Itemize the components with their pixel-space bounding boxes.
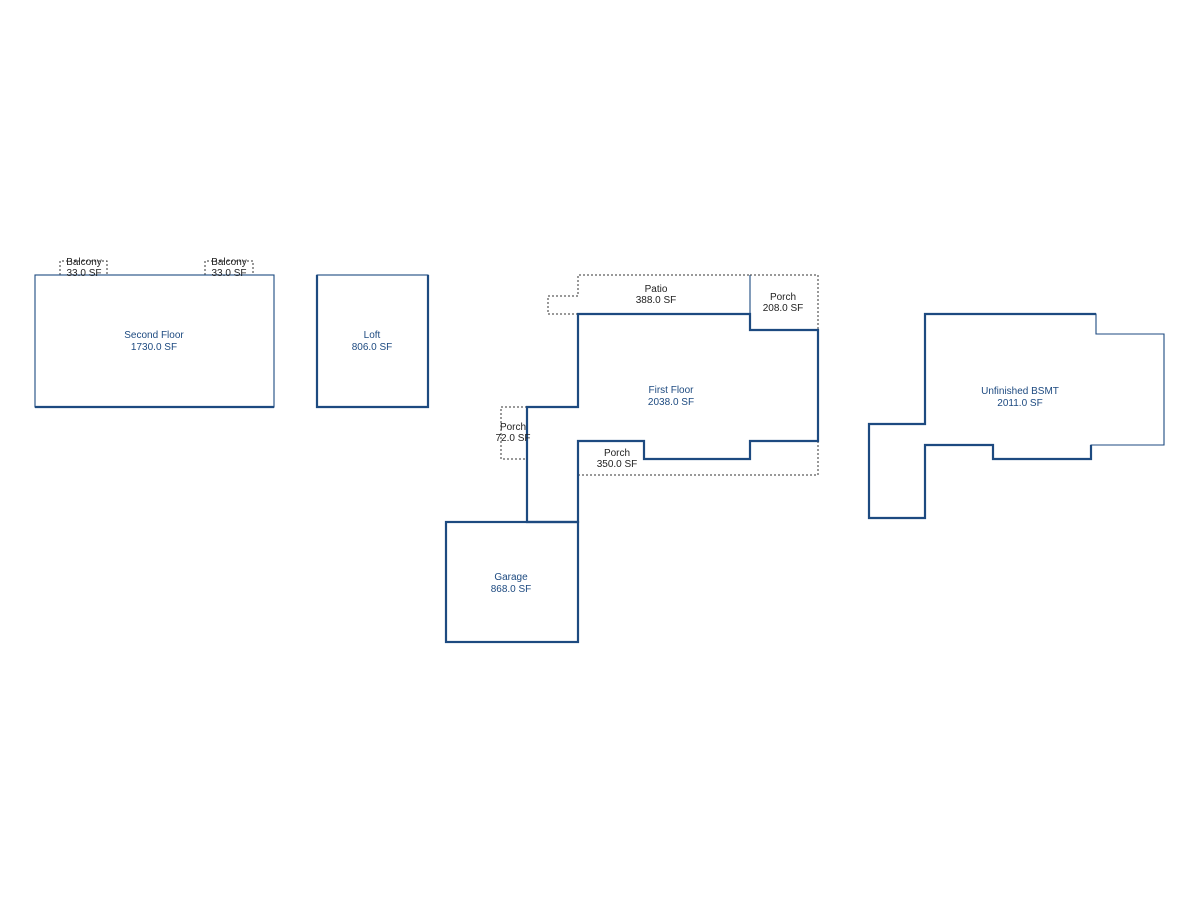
garage-size: 868.0 SF: [491, 584, 532, 595]
second-floor-size: 1730.0 SF: [131, 342, 177, 353]
patio-outline[interactable]: [547, 274, 750, 315]
balcony-2-size: 33.0 SF: [211, 268, 246, 279]
porch-front-name: Porch: [604, 448, 630, 459]
second-floor-outline[interactable]: [34, 274, 275, 408]
first-floor-name: First Floor: [649, 385, 695, 396]
balcony-1-size: 33.0 SF: [66, 268, 101, 279]
porch-side-outline[interactable]: [500, 406, 527, 460]
second-floor-name: Second Floor: [124, 330, 184, 341]
porch-rear-name: Porch: [770, 292, 796, 303]
balcony-1-outline[interactable]: [59, 260, 108, 275]
patio-size: 388.0 SF: [636, 295, 677, 306]
balcony-2-name: Balcony: [211, 257, 247, 268]
porch-side-size: 72.0 SF: [495, 433, 530, 444]
first-floor-group: Patio 388.0 SF Porch 208.0 SF First Floo…: [444, 274, 820, 644]
first-floor-outline[interactable]: [525, 312, 820, 524]
second-floor-group: Balcony 33.0 SF Balcony 33.0 SF Second F…: [34, 257, 275, 409]
loft-main-walls: [315, 275, 430, 409]
loft-name: Loft: [364, 330, 381, 341]
balcony-2-outline[interactable]: [204, 260, 254, 275]
basement-group: Unfinished BSMT 2011.0 SF: [867, 312, 1165, 520]
basement-outline[interactable]: [868, 313, 1165, 519]
basement-main-walls: [867, 312, 1096, 520]
garage-name: Garage: [494, 572, 528, 583]
porch-rear-size: 208.0 SF: [763, 303, 804, 314]
porch-rear-outline[interactable]: [750, 274, 819, 330]
porch-front-size: 350.0 SF: [597, 459, 638, 470]
porch-side-name: Porch: [500, 422, 526, 433]
loft-group: Loft 806.0 SF: [315, 274, 430, 409]
porch-front-outline[interactable]: [578, 441, 819, 476]
first-floor-size: 2038.0 SF: [648, 397, 694, 408]
basement-name: Unfinished BSMT: [981, 386, 1059, 397]
loft-size: 806.0 SF: [352, 342, 393, 353]
loft-outline[interactable]: [316, 274, 429, 408]
basement-size: 2011.0 SF: [997, 398, 1042, 409]
patio-name: Patio: [645, 284, 668, 295]
balcony-1-name: Balcony: [66, 257, 102, 268]
garage-outline[interactable]: [444, 520, 580, 644]
